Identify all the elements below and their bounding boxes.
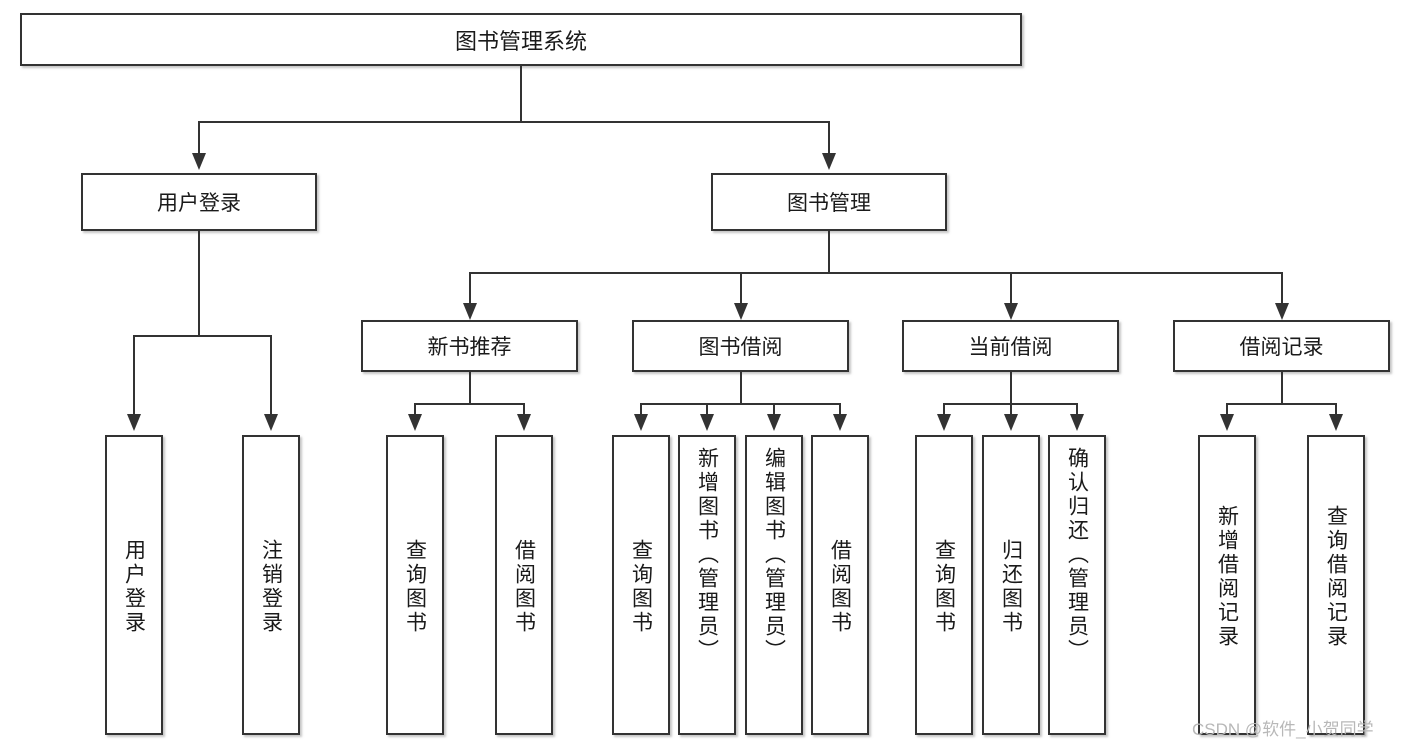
arrow-level1-1 xyxy=(822,153,836,170)
node-root-label: 图书管理系统 xyxy=(454,28,587,54)
connector-user-login-drop-1 xyxy=(270,335,272,417)
connector-book-borrow-drop-1 xyxy=(706,403,708,417)
node-book-management[interactable]: 图书管理 xyxy=(711,173,947,231)
arrow-user-login-leaf-1 xyxy=(264,414,278,431)
node-borrow-record-label: 借阅记录 xyxy=(1239,336,1324,359)
leaf-book-borrow-0-label: 查询图书 xyxy=(629,539,653,635)
arrow-level2-2 xyxy=(1004,303,1018,320)
connector-level2-drop-1 xyxy=(740,272,742,306)
node-new-book-recommend-label: 新书推荐 xyxy=(427,336,512,359)
leaf-new-book-0-label: 查询图书 xyxy=(403,539,427,635)
arrow-book-borrow-leaf-2 xyxy=(767,414,781,431)
leaf-user-login-1[interactable]: 注销登录 xyxy=(242,435,300,735)
connector-level2-drop-0 xyxy=(469,272,471,306)
leaf-borrow-record-0[interactable]: 新增借阅记录 xyxy=(1198,435,1256,735)
arrow-current-borrow-leaf-1 xyxy=(1004,414,1018,431)
arrow-level2-0 xyxy=(463,303,477,320)
connector-level2-bus xyxy=(470,272,1282,274)
connector-current-borrow-drop-0 xyxy=(943,403,945,417)
connector-new-book-stem xyxy=(469,372,471,404)
arrow-book-borrow-leaf-3 xyxy=(833,414,847,431)
arrow-book-borrow-leaf-0 xyxy=(634,414,648,431)
leaf-current-borrow-2-label: 确认归还（管理员） xyxy=(1065,447,1089,663)
leaf-current-borrow-1[interactable]: 归还图书 xyxy=(982,435,1040,735)
arrow-user-login-leaf-0 xyxy=(127,414,141,431)
leaf-book-borrow-1[interactable]: 新增图书（管理员） xyxy=(678,435,736,735)
node-current-borrow-label: 当前借阅 xyxy=(968,336,1053,359)
leaf-new-book-1-label: 借阅图书 xyxy=(512,539,536,635)
leaf-new-book-1[interactable]: 借阅图书 xyxy=(495,435,553,735)
leaf-new-book-0[interactable]: 查询图书 xyxy=(386,435,444,735)
node-current-borrow[interactable]: 当前借阅 xyxy=(902,320,1119,372)
leaf-book-borrow-3[interactable]: 借阅图书 xyxy=(811,435,869,735)
leaf-borrow-record-1-label: 查询借阅记录 xyxy=(1324,505,1348,649)
arrow-new-book-leaf-1 xyxy=(517,414,531,431)
connector-user-login-bus xyxy=(134,335,272,337)
node-user-login[interactable]: 用户登录 xyxy=(81,173,317,231)
node-book-management-label: 图书管理 xyxy=(787,192,871,215)
leaf-user-login-1-label: 注销登录 xyxy=(259,539,283,635)
connector-book-management-stem xyxy=(828,231,830,273)
leaf-book-borrow-1-label: 新增图书（管理员） xyxy=(695,447,719,663)
leaf-book-borrow-0[interactable]: 查询图书 xyxy=(612,435,670,735)
connector-current-borrow-stem xyxy=(1010,372,1012,404)
connector-book-borrow-drop-0 xyxy=(640,403,642,417)
connector-user-login-stem xyxy=(198,231,200,336)
connector-borrow-record-stem xyxy=(1281,372,1283,404)
arrow-borrow-record-leaf-0 xyxy=(1220,414,1234,431)
leaf-current-borrow-0-label: 查询图书 xyxy=(932,539,956,635)
arrow-book-borrow-leaf-1 xyxy=(700,414,714,431)
leaf-borrow-record-0-label: 新增借阅记录 xyxy=(1215,505,1239,649)
node-borrow-record[interactable]: 借阅记录 xyxy=(1173,320,1390,372)
arrow-borrow-record-leaf-1 xyxy=(1329,414,1343,431)
leaf-book-borrow-2-label: 编辑图书（管理员） xyxy=(762,447,786,663)
arrow-level2-3 xyxy=(1275,303,1289,320)
arrow-level2-1 xyxy=(734,303,748,320)
leaf-user-login-0-label: 用户登录 xyxy=(122,539,146,635)
node-book-borrow-label: 图书借阅 xyxy=(698,336,783,359)
connector-new-book-drop-0 xyxy=(414,403,416,417)
connector-level1-bus xyxy=(199,121,830,123)
connector-borrow-record-bus xyxy=(1227,403,1337,405)
connector-borrow-record-drop-1 xyxy=(1335,403,1337,417)
node-book-borrow[interactable]: 图书借阅 xyxy=(632,320,849,372)
leaf-current-borrow-2[interactable]: 确认归还（管理员） xyxy=(1048,435,1106,735)
connector-current-borrow-drop-2 xyxy=(1076,403,1078,417)
connector-level1-drop-1 xyxy=(828,121,830,156)
arrow-current-borrow-leaf-2 xyxy=(1070,414,1084,431)
arrow-current-borrow-leaf-0 xyxy=(937,414,951,431)
node-user-login-label: 用户登录 xyxy=(157,192,241,215)
connector-root-stem xyxy=(520,66,522,122)
leaf-current-borrow-1-label: 归还图书 xyxy=(999,539,1023,635)
leaf-borrow-record-1[interactable]: 查询借阅记录 xyxy=(1307,435,1365,735)
connector-current-borrow-drop-1 xyxy=(1010,403,1012,417)
connector-user-login-drop-0 xyxy=(133,335,135,417)
arrow-level1-0 xyxy=(192,153,206,170)
connector-level2-drop-2 xyxy=(1010,272,1012,306)
connector-book-borrow-drop-2 xyxy=(773,403,775,417)
node-root-system[interactable]: 图书管理系统 xyxy=(20,13,1022,66)
connector-level1-drop-0 xyxy=(198,121,200,156)
connector-new-book-drop-1 xyxy=(523,403,525,417)
connector-book-borrow-stem xyxy=(740,372,742,404)
connector-new-book-bus xyxy=(415,403,525,405)
node-new-book-recommend[interactable]: 新书推荐 xyxy=(361,320,578,372)
arrow-new-book-leaf-0 xyxy=(408,414,422,431)
connector-level2-drop-3 xyxy=(1281,272,1283,306)
leaf-book-borrow-3-label: 借阅图书 xyxy=(828,539,852,635)
leaf-current-borrow-0[interactable]: 查询图书 xyxy=(915,435,973,735)
connector-borrow-record-drop-0 xyxy=(1226,403,1228,417)
leaf-book-borrow-2[interactable]: 编辑图书（管理员） xyxy=(745,435,803,735)
connector-book-borrow-bus xyxy=(641,403,840,405)
leaf-user-login-0[interactable]: 用户登录 xyxy=(105,435,163,735)
connector-book-borrow-drop-3 xyxy=(839,403,841,417)
